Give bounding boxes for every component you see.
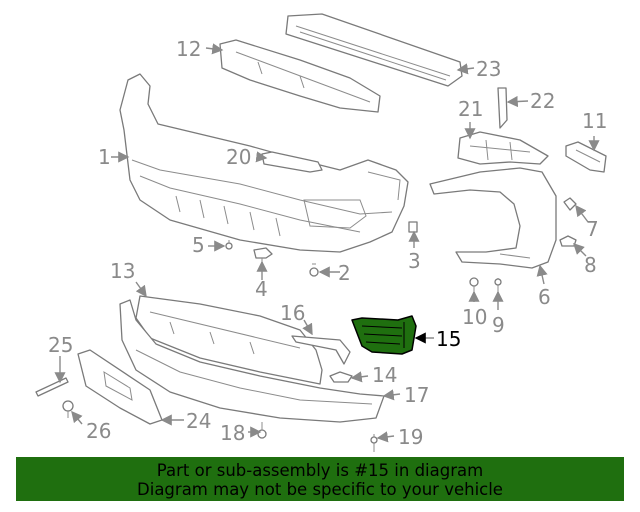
lower-cover-part[interactable] xyxy=(135,295,323,385)
clip-part-14[interactable] xyxy=(329,371,353,383)
callout-12: 12 xyxy=(176,37,201,61)
bracket-part-22[interactable] xyxy=(497,87,508,129)
bracket-part-11[interactable] xyxy=(565,141,607,173)
fog-lamp-bezel-part[interactable] xyxy=(351,315,417,355)
impact-bar-part[interactable] xyxy=(285,13,463,87)
fascia-extension-part[interactable] xyxy=(429,167,557,269)
bracket-part-20[interactable] xyxy=(261,151,323,173)
callout-19: 19 xyxy=(398,425,423,449)
callout-10: 10 xyxy=(462,305,487,329)
info-banner: Part or sub-assembly is #15 in diagram D… xyxy=(16,457,624,501)
callout-18: 18 xyxy=(220,421,245,445)
callout-6: 6 xyxy=(538,285,551,309)
callout-13: 13 xyxy=(110,259,135,283)
callout-11: 11 xyxy=(582,109,607,133)
callout-14: 14 xyxy=(372,363,397,387)
callout-3: 3 xyxy=(408,249,421,273)
callout-16: 16 xyxy=(280,301,305,325)
parts-diagram: 1 2 3 4 5 6 7 8 9 10 11 12 13 14 15 16 1… xyxy=(35,13,607,452)
bracket-part-4[interactable] xyxy=(253,247,273,268)
callout-labels: 1 2 3 4 5 6 7 8 9 10 11 12 13 14 15 16 1… xyxy=(48,37,607,449)
molding-part-16[interactable] xyxy=(291,335,351,365)
callout-4: 4 xyxy=(255,277,268,301)
bolt-part-10[interactable] xyxy=(469,277,479,300)
callout-7: 7 xyxy=(586,217,599,241)
callout-5: 5 xyxy=(192,233,205,257)
callout-21: 21 xyxy=(458,97,483,121)
callout-1: 1 xyxy=(98,145,111,169)
callout-20: 20 xyxy=(226,145,251,169)
bracket-part-21[interactable] xyxy=(457,131,549,165)
callout-23: 23 xyxy=(476,57,501,81)
bolt-part-2[interactable] xyxy=(309,263,319,277)
bolt-part-25[interactable] xyxy=(35,377,69,397)
clip-part-8[interactable] xyxy=(559,235,577,247)
energy-absorber-part[interactable] xyxy=(219,39,381,113)
callout-25: 25 xyxy=(48,333,73,357)
callout-9: 9 xyxy=(492,313,505,337)
callout-2: 2 xyxy=(338,261,351,285)
callout-24: 24 xyxy=(186,409,211,433)
callout-17: 17 xyxy=(404,383,429,407)
callout-8: 8 xyxy=(584,253,597,277)
clip-part-3[interactable] xyxy=(408,221,418,233)
callout-22: 22 xyxy=(530,89,555,113)
clip-part-7[interactable] xyxy=(563,197,577,211)
push-pin-part-26[interactable] xyxy=(62,400,74,418)
banner-line-1: Part or sub-assembly is #15 in diagram xyxy=(156,461,484,480)
license-bracket-part[interactable] xyxy=(77,349,163,425)
bolt-part-19[interactable] xyxy=(370,434,378,452)
leader-lines xyxy=(54,43,600,443)
push-pin-part-5[interactable] xyxy=(225,240,233,250)
banner-line-2: Diagram may not be specific to your vehi… xyxy=(137,480,503,499)
callout-15: 15 xyxy=(436,327,461,351)
callout-26: 26 xyxy=(86,419,111,443)
bolt-part-18[interactable] xyxy=(257,422,267,439)
